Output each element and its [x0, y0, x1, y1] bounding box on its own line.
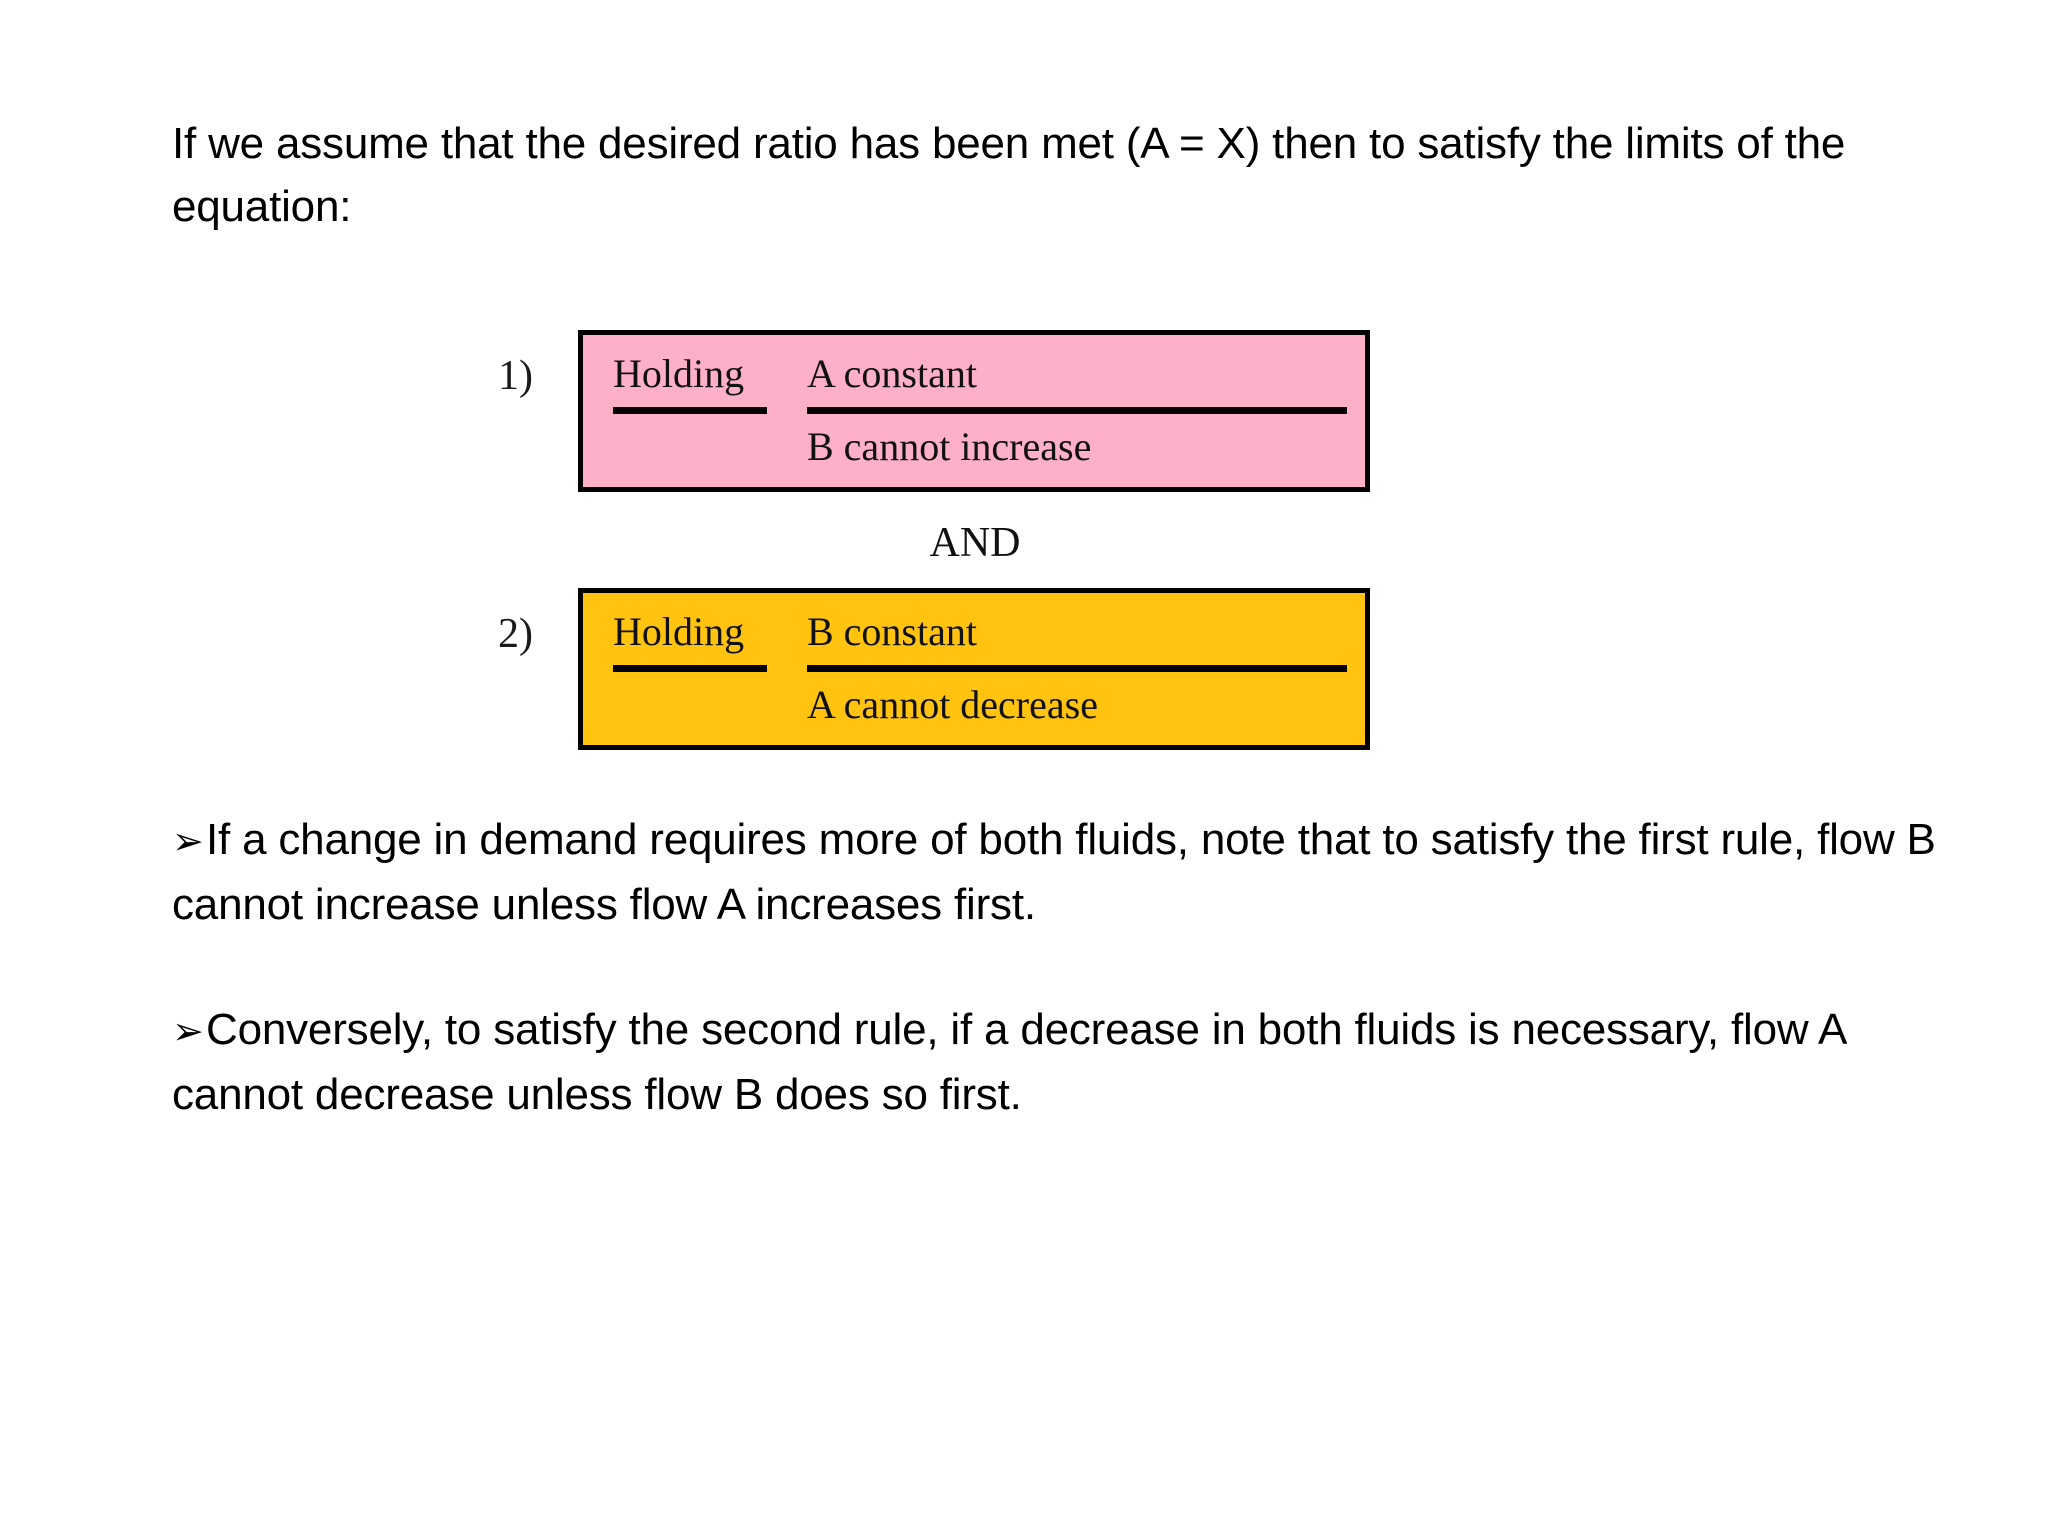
fraction-numerator-2: B constant: [807, 607, 1347, 672]
fraction-numerator-1: A constant: [807, 349, 1347, 414]
fraction-denominator-1: B cannot increase: [807, 424, 1092, 469]
bullet-paragraph-1: ➢If a change in demand requires more of …: [172, 808, 1962, 936]
holding-term-2: Holding: [613, 607, 767, 672]
fraction-denominator-2: A cannot decrease: [807, 682, 1098, 727]
rule-box-2: Holding B constant A cannot decrease: [578, 588, 1370, 750]
fraction-2: B constant A cannot decrease: [807, 607, 1347, 730]
conjunction-label: AND: [929, 520, 1021, 566]
holding-term-1: Holding: [613, 349, 767, 414]
rule-number-1: 1): [498, 353, 533, 399]
rule-inner-2: Holding B constant A cannot decrease: [583, 593, 1365, 745]
bullet-paragraph-2: ➢Conversely, to satisfy the second rule,…: [172, 998, 1962, 1126]
rule-inner-1: Holding A constant B cannot increase: [583, 335, 1365, 487]
bullet-text-2: Conversely, to satisfy the second rule, …: [172, 1005, 1845, 1119]
arrowhead-bullet-icon-2: ➢: [172, 1009, 204, 1053]
rule-box-1: Holding A constant B cannot increase: [578, 330, 1370, 492]
arrowhead-bullet-icon-1: ➢: [172, 819, 204, 863]
rule-number-2: 2): [498, 611, 533, 657]
bullet-text-1: If a change in demand requires more of b…: [172, 815, 1936, 929]
fraction-1: A constant B cannot increase: [807, 349, 1347, 472]
intro-paragraph: If we assume that the desired ratio has …: [172, 119, 1846, 231]
